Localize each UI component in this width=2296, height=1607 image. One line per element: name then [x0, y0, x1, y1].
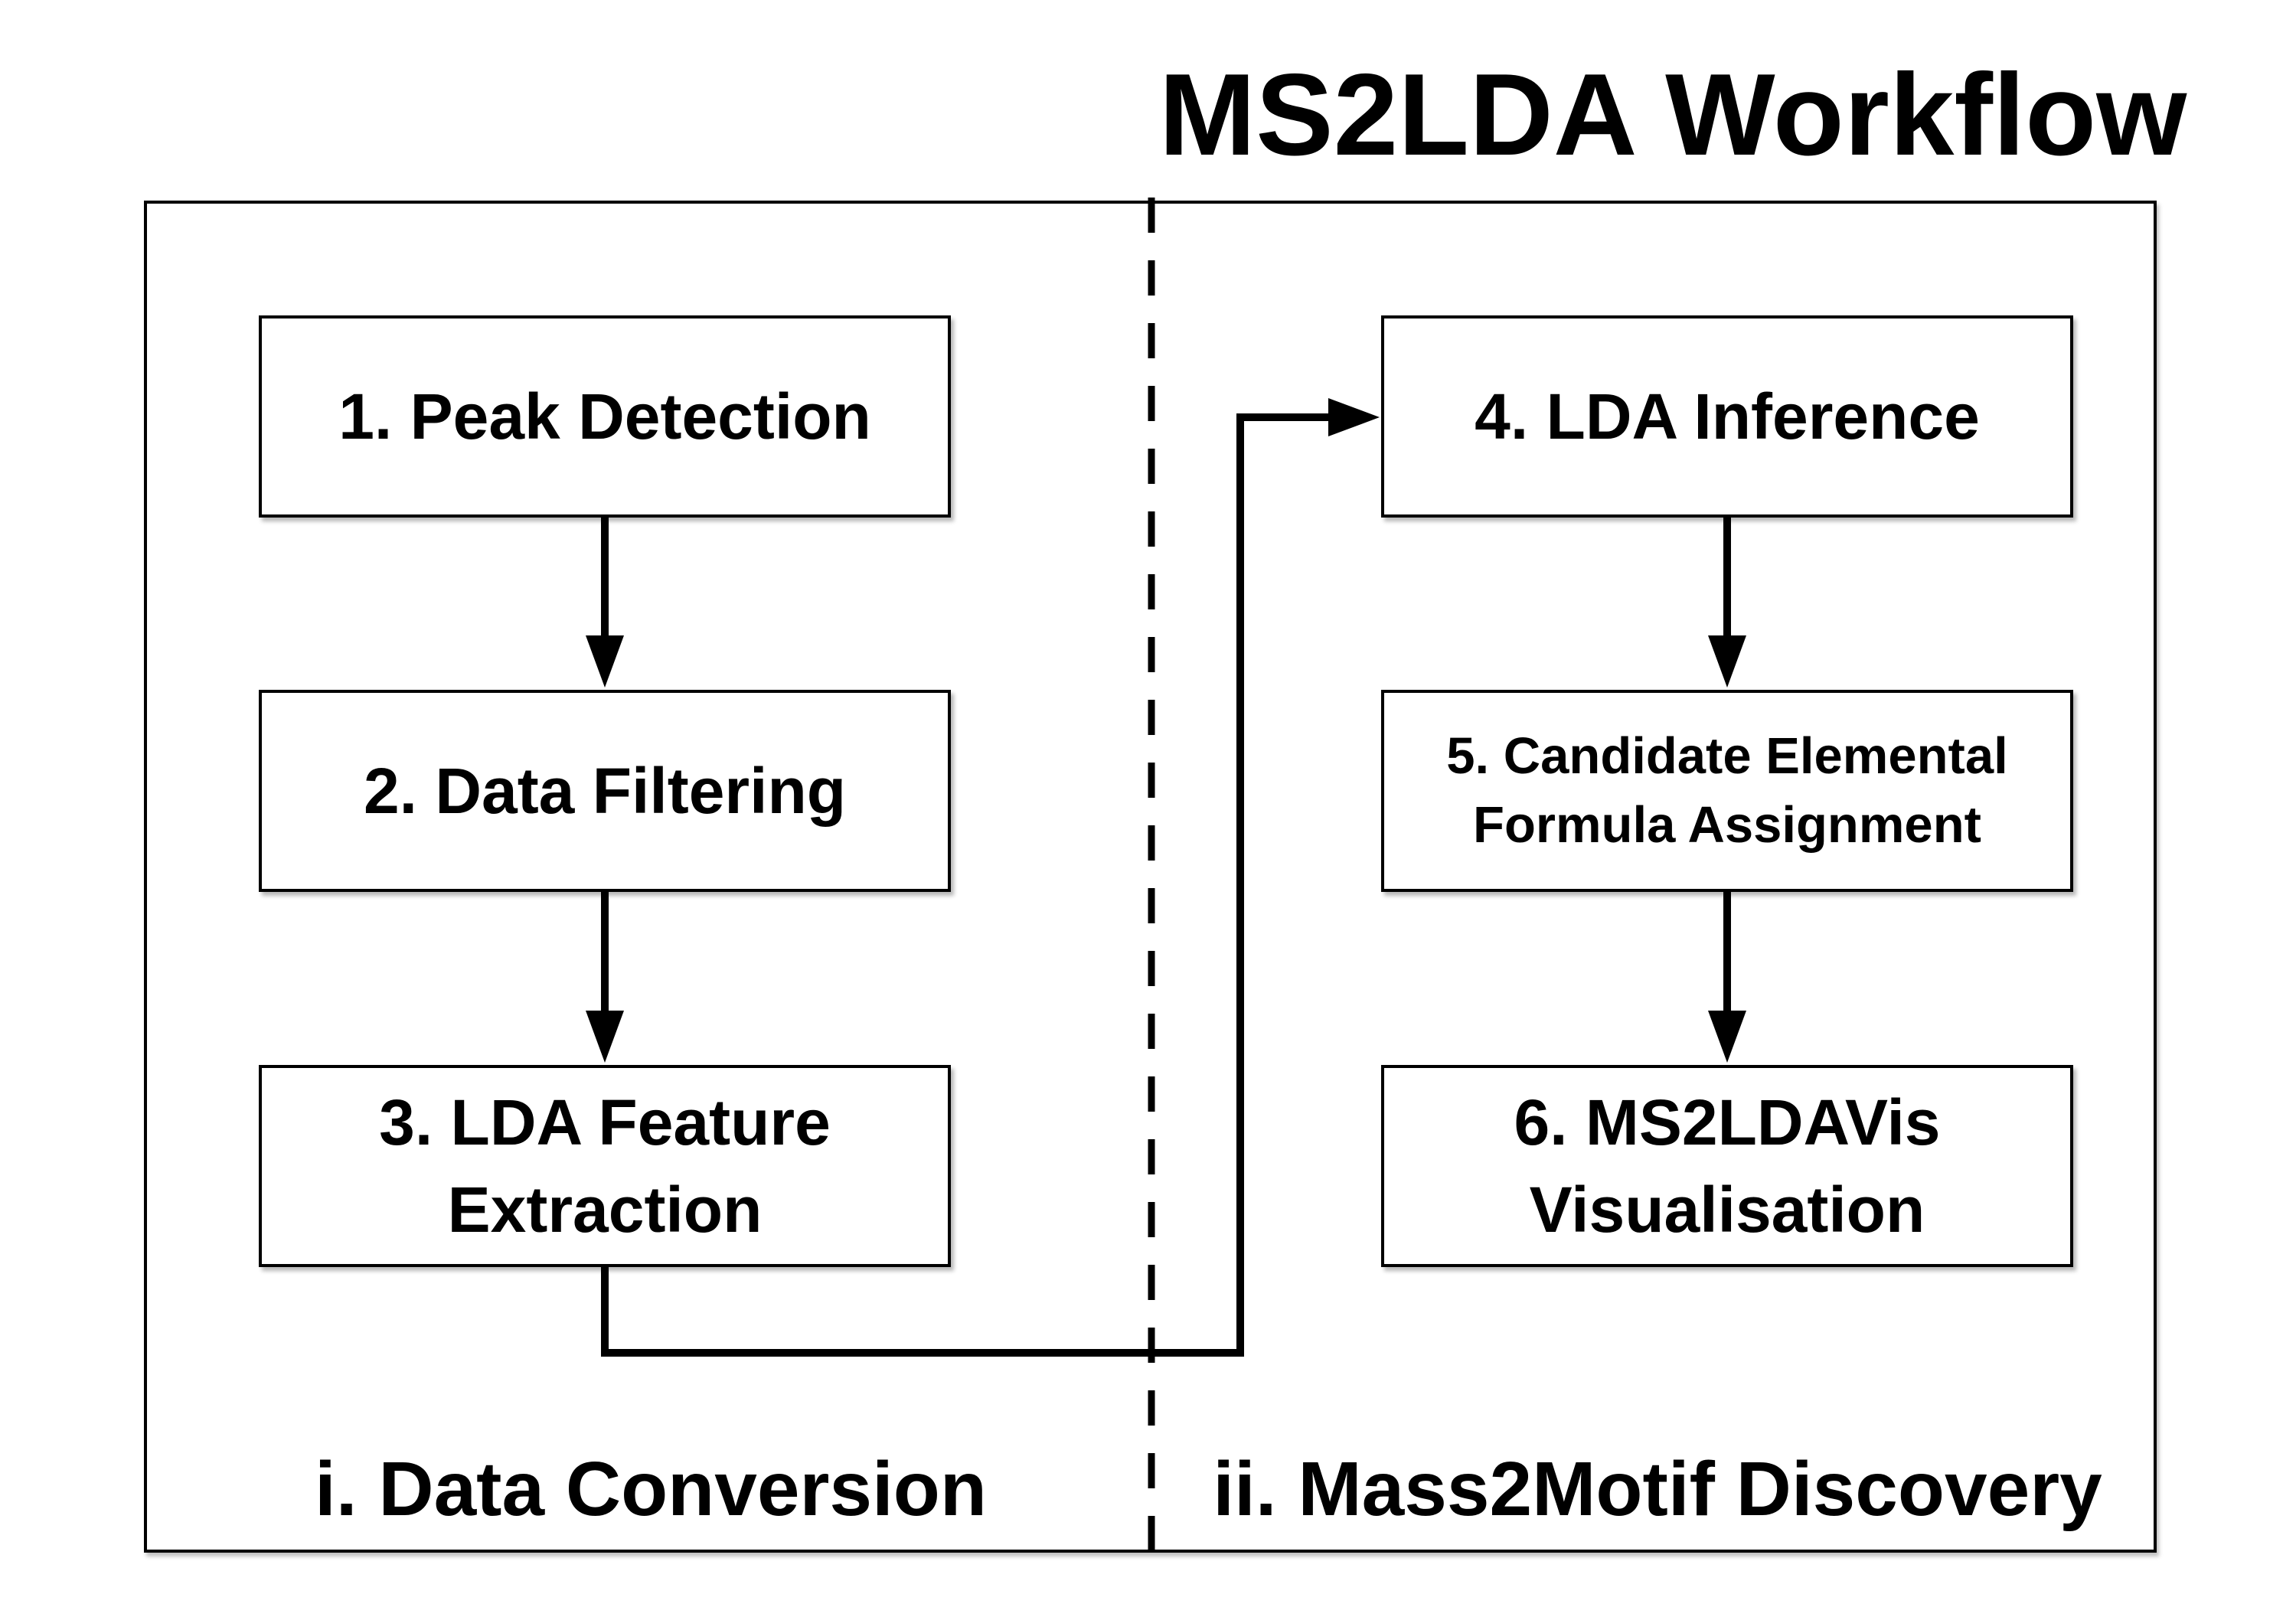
step-label: 4. LDA Inference	[1475, 381, 1980, 452]
step-label: 6. MS2LDAVis Visualisation	[1514, 1086, 1941, 1246]
step-data-filtering: 2. Data Filtering	[259, 690, 951, 892]
arrowhead-1-to-2	[586, 635, 624, 688]
step-label: 2. Data Filtering	[363, 755, 847, 827]
arrow-3-to-4	[601, 413, 1340, 1357]
step-label: 1. Peak Detection	[338, 381, 871, 452]
arrowhead-3-to-4	[1328, 398, 1380, 436]
section-label-mass2motif-discovery: ii. Mass2Motif Discovery	[1213, 1446, 2102, 1532]
step-peak-detection: 1. Peak Detection	[259, 315, 951, 518]
arrowhead-5-to-6	[1708, 1011, 1746, 1063]
step-label: 5. Candidate Elemental Formula Assignmen…	[1446, 727, 2008, 854]
step-ms2ldavis-visualisation: 6. MS2LDAVis Visualisation	[1381, 1065, 2073, 1267]
step-lda-feature-extraction: 3. LDA Feature Extraction	[259, 1065, 951, 1267]
section-label-data-conversion: i. Data Conversion	[315, 1446, 987, 1532]
step-lda-inference: 4. LDA Inference	[1381, 315, 2073, 518]
step-label: 3. LDA Feature Extraction	[379, 1086, 831, 1246]
arrowhead-4-to-5	[1708, 635, 1746, 688]
step-formula-assignment: 5. Candidate Elemental Formula Assignmen…	[1381, 690, 2073, 892]
diagram-title: MS2LDA Workflow	[1158, 50, 2187, 180]
arrowhead-2-to-3	[586, 1011, 624, 1063]
